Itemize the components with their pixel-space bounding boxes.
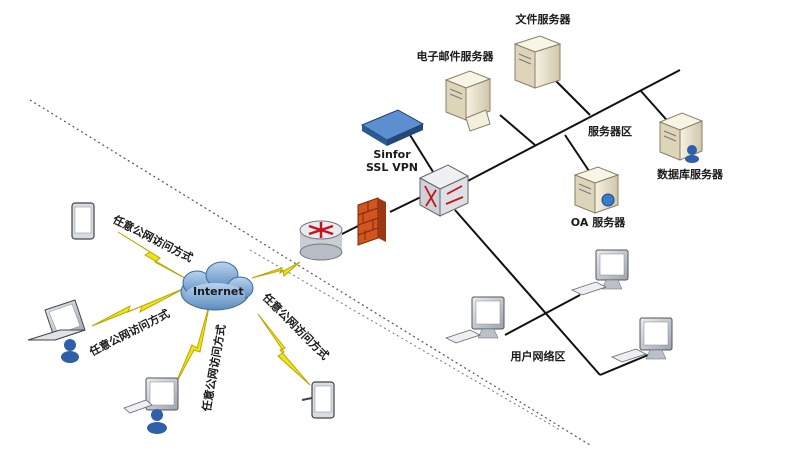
internet-label: Internet — [193, 285, 244, 298]
oa-server-label: OA 服务器 — [571, 215, 626, 229]
lightning-links — [91, 231, 311, 386]
link-user-mid — [504, 294, 581, 336]
cloud-icon — [180, 261, 254, 311]
monitor-icon — [123, 377, 179, 434]
server-icon — [444, 70, 492, 132]
monitor-icon — [610, 317, 673, 363]
lightning-icon — [251, 261, 301, 279]
lightning-icon — [174, 301, 211, 386]
tablet-icon — [71, 202, 95, 240]
link-vpn-switch — [409, 134, 436, 176]
firewall-icon — [357, 197, 386, 246]
tablet-icon — [301, 381, 335, 419]
server-icon — [658, 112, 704, 163]
lightning-icon — [257, 313, 311, 386]
file-server-label: 文件服务器 — [516, 12, 572, 26]
vpn-label-line2: SSL VPN — [366, 161, 418, 174]
link-mail-server — [499, 114, 536, 146]
link-backbone — [459, 69, 681, 186]
db-server-label: 数据库服务器 — [657, 167, 724, 181]
user-icon — [64, 339, 76, 351]
user-zone-label: 用户网络区 — [511, 349, 566, 363]
server-icon — [573, 166, 620, 214]
mail-server-label: 电子邮件服务器 — [417, 49, 495, 63]
link-user-trunk — [454, 209, 601, 376]
switch-icon — [418, 164, 470, 217]
monitor-icon — [570, 249, 629, 296]
access-label: 任意公网访问方式 — [86, 306, 172, 359]
server-icon — [513, 35, 562, 89]
router-icon — [299, 220, 343, 261]
vpn-appliance-icon — [360, 109, 425, 146]
user-icon — [687, 145, 697, 155]
monitor-icon — [444, 296, 505, 344]
access-label: 任意公网访问方式 — [259, 290, 332, 363]
globe-icon — [601, 193, 615, 207]
vpn-label-line1: Sinfor — [373, 148, 411, 161]
laptop-icon — [27, 299, 86, 363]
link-firewall-switch — [389, 194, 426, 213]
server-zone-label: 服务器区 — [588, 124, 632, 138]
dotted-boundary-line — [29, 99, 591, 446]
user-icon — [151, 409, 163, 421]
